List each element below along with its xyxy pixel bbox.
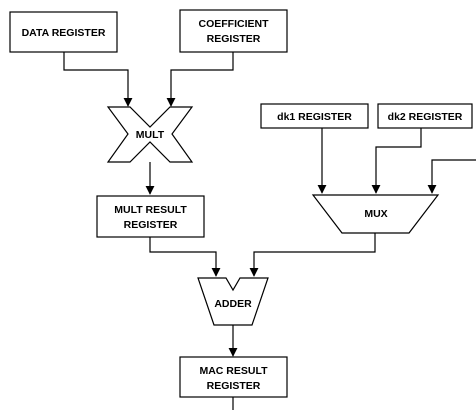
data-to-mult-arrow [63, 52, 133, 107]
adder-operator-label: ADDER [214, 298, 252, 310]
mult-operator-label: MULT [136, 129, 165, 141]
mac-result-register-block [179, 356, 288, 398]
mux-to-adder-arrow [249, 233, 376, 277]
mux-label: MUX [364, 208, 387, 220]
coefficient-register-label-line1: COEFFICIENT [199, 18, 270, 30]
dk2-to-mux-arrow [371, 128, 422, 194]
dk2-register-block [377, 103, 473, 129]
dk1-register-block [260, 103, 369, 129]
mult-result-register-label-line2: REGISTER [124, 219, 178, 231]
dk1-register-label: dk1 REGISTER [277, 111, 352, 123]
mult-result-register-label-line1: MULT RESULT [114, 204, 187, 216]
mult-operator-shape [106, 106, 194, 163]
mult-result-to-adder-arrow [149, 237, 221, 277]
mac-result-register-label-line1: MAC RESULT [199, 365, 268, 377]
dk2-register-label: dk2 REGISTER [388, 111, 463, 123]
external-to-mux-arrow [427, 159, 476, 194]
adder-operator-shape [197, 277, 269, 326]
coefficient-register-block [179, 9, 288, 53]
coefficient-to-mult-arrow [166, 52, 234, 107]
data-register-label: DATA REGISTER [22, 27, 106, 39]
mac-result-register-label-line2: REGISTER [207, 380, 261, 392]
data-register-block [9, 11, 118, 53]
mult-result-register-block [96, 195, 205, 238]
coefficient-register-label-line2: REGISTER [207, 33, 261, 45]
mux-trapezoid [311, 194, 440, 234]
